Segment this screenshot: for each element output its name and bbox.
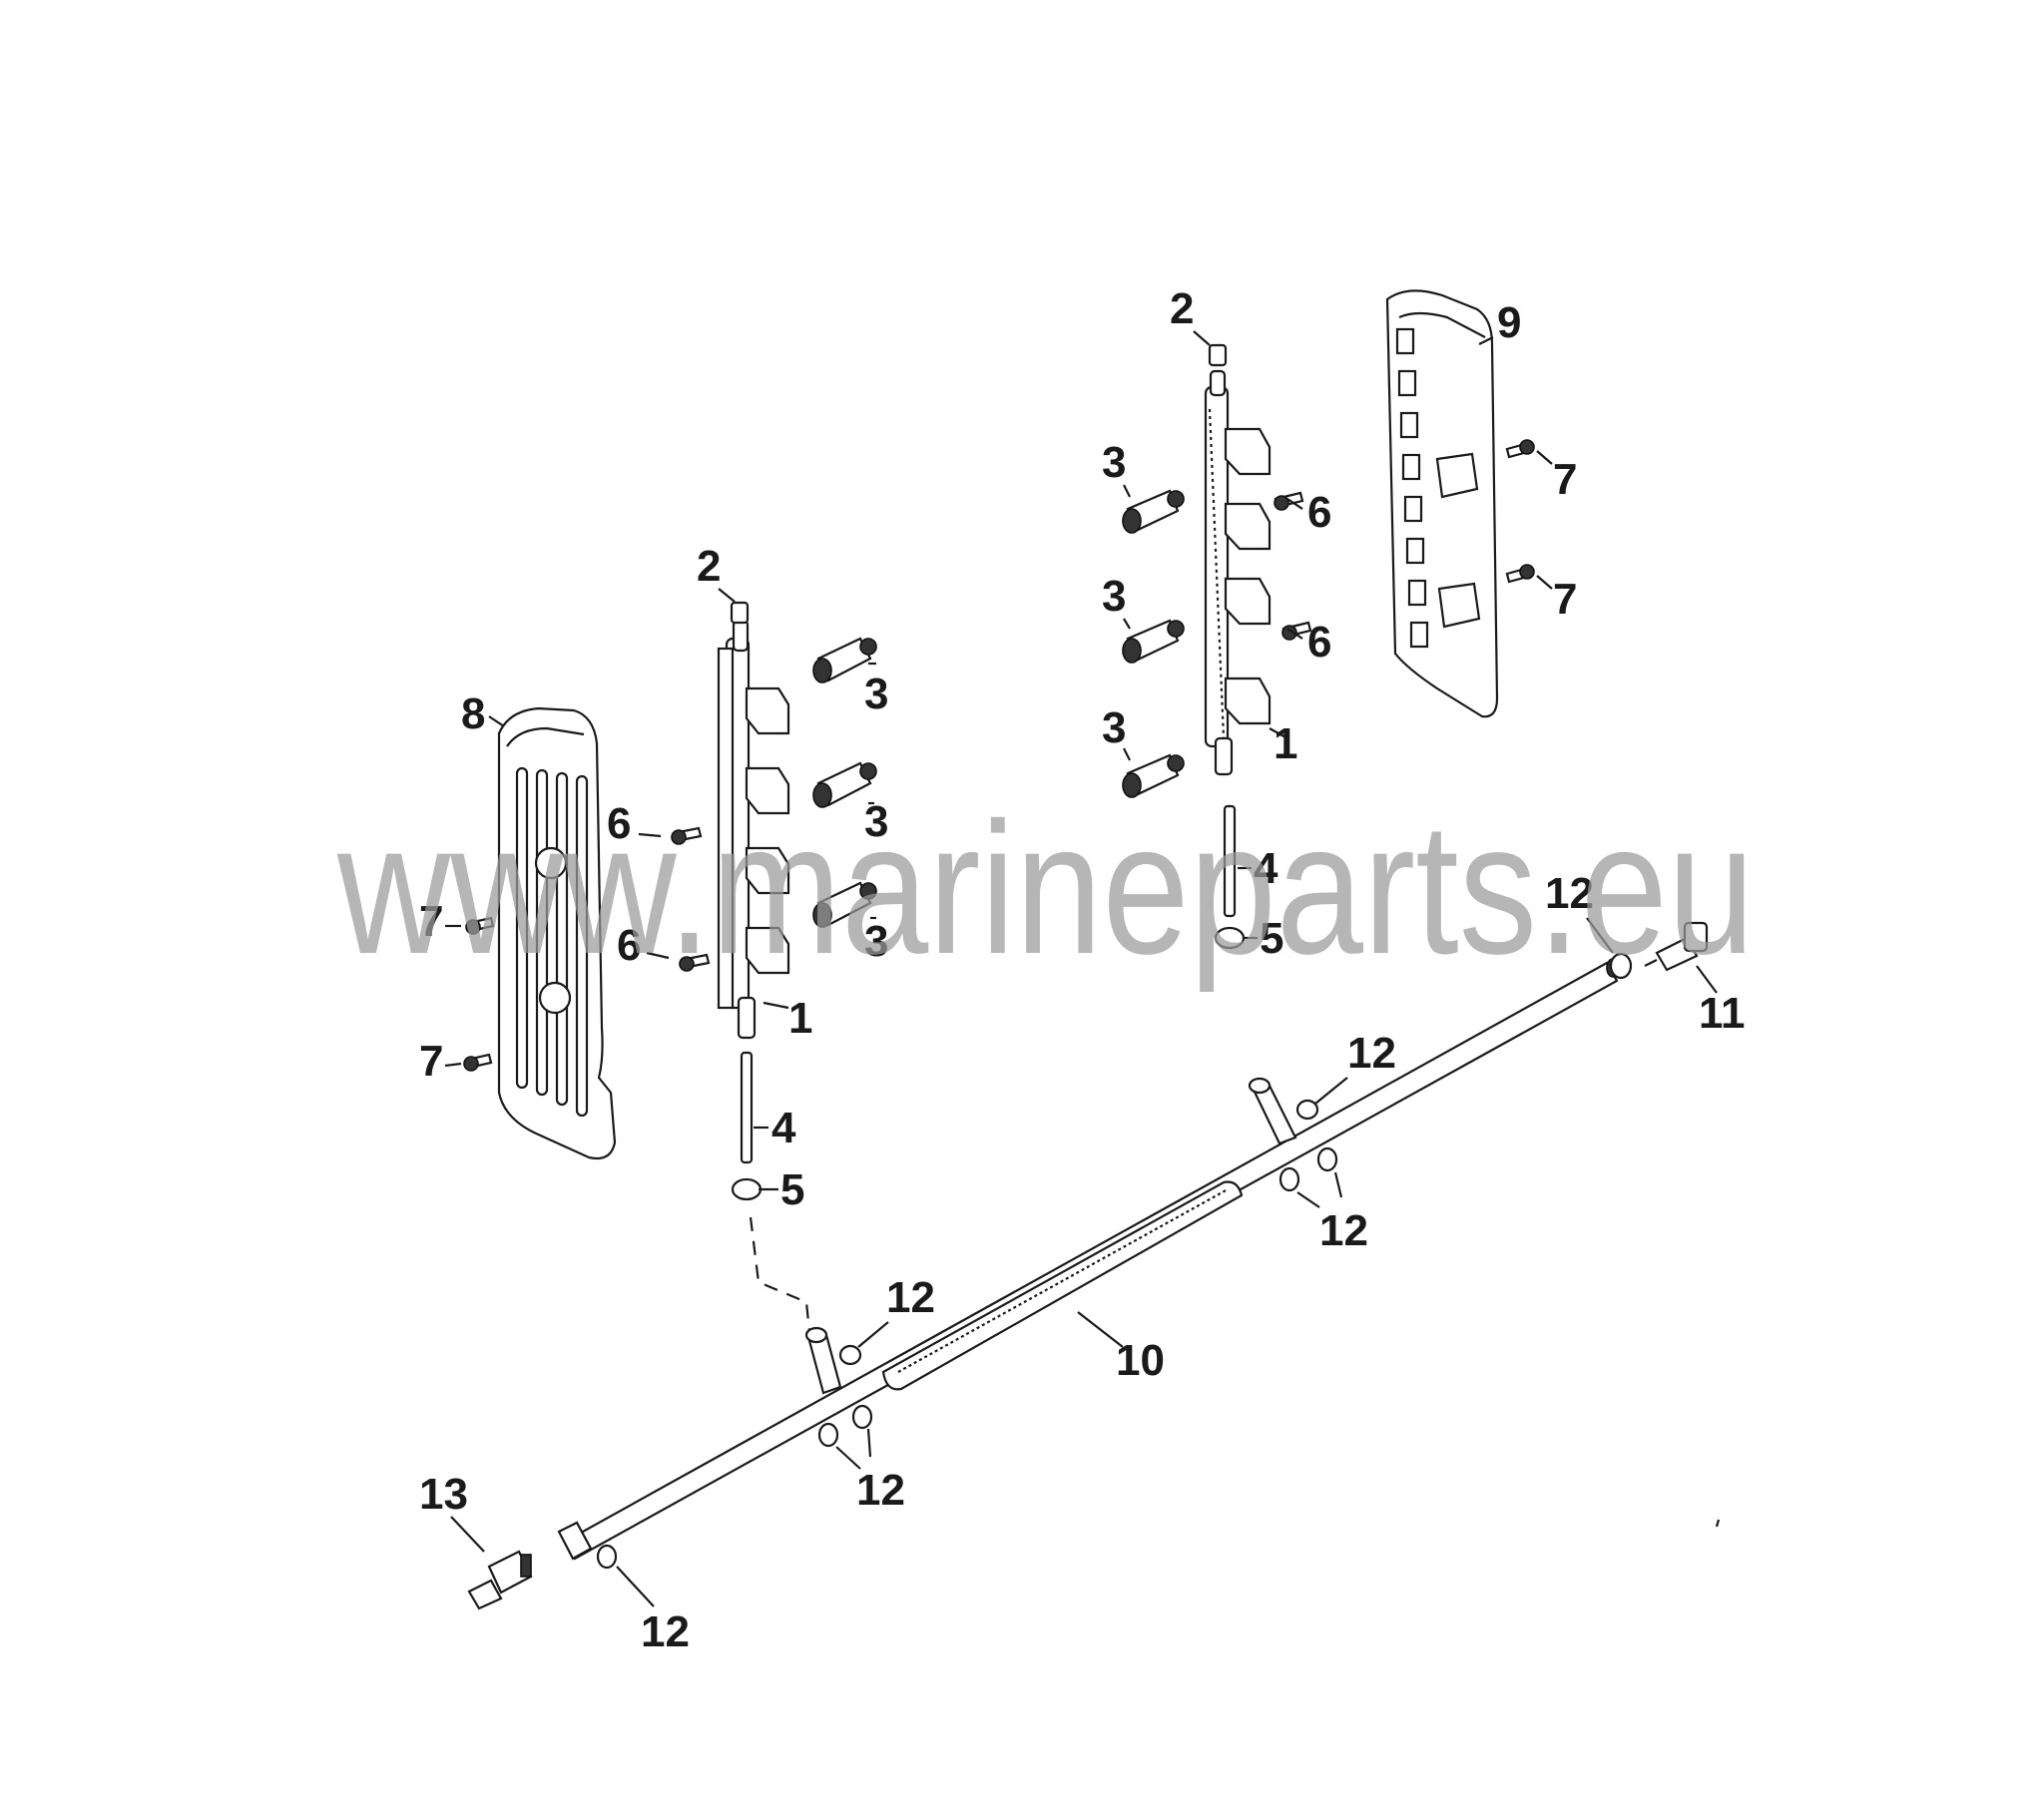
tube-tee-left [804, 1326, 842, 1395]
callout-6-right-low: 6 [1307, 618, 1331, 667]
callout-11: 11 [1699, 989, 1746, 1038]
callout-5-left: 5 [780, 1165, 804, 1214]
left-rail-cap-nut [730, 601, 750, 625]
callout-7-left-top: 7 [419, 897, 443, 946]
callout-3-left-low: 3 [864, 917, 888, 966]
callout-3-left-mid: 3 [864, 797, 888, 846]
left-dashed-guide [749, 1216, 812, 1343]
injector [1122, 753, 1185, 798]
stray-mark [1715, 1519, 1721, 1528]
left-fuel-rail-cover [497, 706, 617, 1160]
callout-5-right: 5 [1260, 914, 1283, 963]
right-bolts [1274, 439, 1535, 641]
left-bolts [463, 826, 711, 1072]
right-rail-injector-pockets [1224, 427, 1272, 725]
fuel-inlet-fitting [1644, 921, 1709, 972]
callout-4-left: 4 [771, 1104, 796, 1152]
right-fuel-rail-cover [1385, 289, 1499, 718]
injector [1122, 619, 1185, 664]
callout-3-right-mid: 3 [1102, 572, 1126, 621]
callout-9: 9 [1497, 298, 1521, 347]
callout-4-right: 4 [1254, 844, 1278, 893]
callout-labels: 1 1 2 2 3 3 3 3 3 3 4 4 5 5 6 6 6 6 7 7 … [419, 284, 1746, 1656]
injector [812, 637, 877, 683]
left-stud [740, 1051, 754, 1164]
callout-2-left: 2 [697, 542, 721, 591]
callout-7-left-low: 7 [419, 1037, 443, 1086]
tube-tee-right [1248, 1077, 1297, 1145]
injector [812, 881, 877, 928]
callout-3-right-low: 3 [1102, 703, 1126, 752]
leader-lines [444, 330, 1718, 1607]
callout-6-right-top: 6 [1307, 488, 1331, 537]
right-stud [1223, 804, 1237, 918]
watermark: www.marineparts.eu [336, 783, 1755, 993]
left-injectors [812, 637, 877, 928]
callout-1-left-rail: 1 [788, 994, 812, 1043]
callout-12-sensor: 12 [641, 1607, 690, 1656]
callout-7-right-top: 7 [1553, 455, 1577, 504]
injector [1122, 489, 1185, 534]
callout-3-right-top: 3 [1102, 438, 1126, 487]
cover-clips [1395, 327, 1429, 649]
o-rings [596, 952, 1633, 1570]
left-grommet [731, 1177, 763, 1201]
right-fuel-rail [1204, 369, 1272, 776]
callout-6-left-low: 6 [617, 921, 641, 970]
callout-8: 8 [461, 689, 485, 738]
left-rail-injector-pockets [745, 686, 790, 975]
callout-3-left-top: 3 [864, 670, 888, 718]
injector [812, 761, 877, 808]
callout-6-left-top: 6 [607, 799, 631, 848]
pressure-sensor [467, 1550, 533, 1610]
right-injectors [1122, 489, 1185, 798]
callout-10: 10 [1116, 1336, 1165, 1385]
callout-7-right-low: 7 [1553, 575, 1577, 624]
fuel-crossover-tube [557, 958, 1620, 1561]
callout-2-right: 2 [1170, 284, 1194, 333]
right-rail-cap-nut [1208, 343, 1228, 367]
callout-13: 13 [419, 1470, 468, 1519]
callout-12-inlet: 12 [1545, 869, 1594, 918]
callout-1-right-rail: 1 [1274, 719, 1297, 768]
callout-12-right-tee-low: 12 [1319, 1206, 1368, 1255]
left-fuel-rail [717, 619, 790, 1040]
callout-12-left-tee-top: 12 [886, 1273, 935, 1322]
callout-12-left-tee-low: 12 [856, 1466, 905, 1515]
callout-12-right-tee-top: 12 [1347, 1029, 1396, 1078]
